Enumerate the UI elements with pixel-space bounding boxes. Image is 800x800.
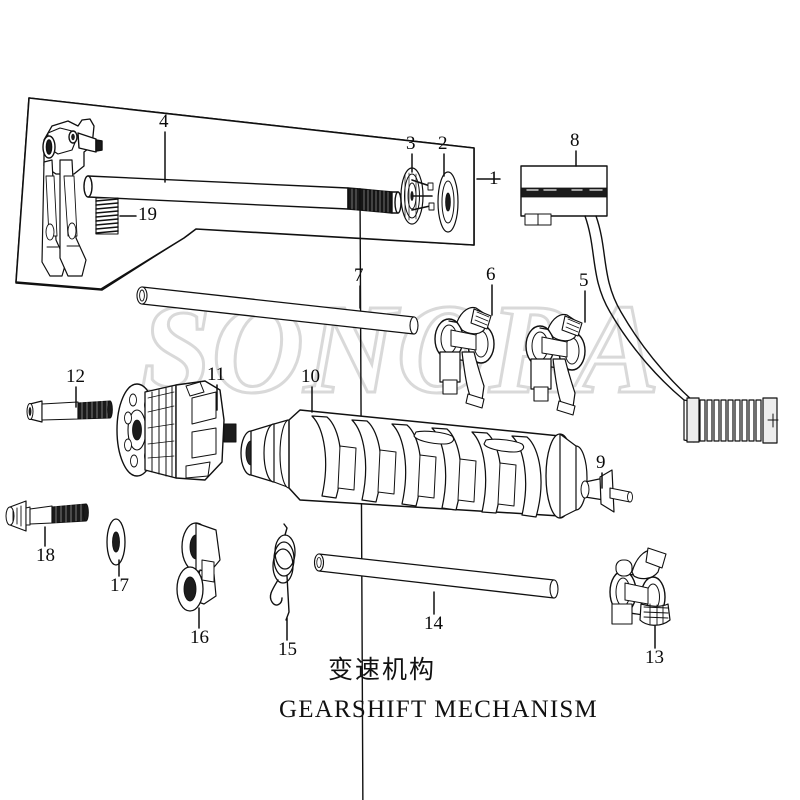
- part-13-shift-fork-left: [609, 547, 671, 626]
- callout-leader-lines: [44, 131, 656, 649]
- part-5-shift-fork-right: [525, 313, 586, 416]
- part-18-flange-bolt: [5, 500, 89, 532]
- callout-label-8: 8: [570, 130, 580, 151]
- part-14-fork-shaft-short: [313, 553, 559, 599]
- part-17-flat-washer: [106, 518, 126, 566]
- callout-label-15: 15: [278, 639, 297, 660]
- part-2-cam-plate-washer: [437, 171, 459, 233]
- part-6-shift-fork-center: [434, 306, 495, 409]
- part-9-drum-stopper-pin: [580, 469, 633, 513]
- diagram-title-english: GEARSHIFT MECHANISM: [279, 696, 598, 723]
- callout-label-1: 1: [489, 168, 499, 189]
- part-16-stopper-arm-assembly: [176, 522, 221, 612]
- part-10-shift-drum: [240, 409, 588, 519]
- diagram-title-chinese: 变速机构: [328, 655, 437, 684]
- callout-label-19: 19: [138, 204, 157, 225]
- callout-label-11: 11: [207, 364, 226, 385]
- callout-label-3: 3: [406, 133, 416, 154]
- callout-label-12: 12: [66, 366, 85, 387]
- callout-label-17: 17: [110, 575, 129, 596]
- part-8-gearshift-pedal: [520, 165, 779, 444]
- callout-label-13: 13: [645, 647, 664, 668]
- callout-label-14: 14: [424, 613, 443, 634]
- part-11-index-plate-assembly: [116, 380, 237, 481]
- callout-label-7: 7: [354, 265, 364, 286]
- callout-label-18: 18: [36, 545, 55, 566]
- callout-label-2: 2: [438, 133, 448, 154]
- part-19-coil-spring: [95, 197, 119, 235]
- callout-label-10: 10: [301, 366, 320, 387]
- part-15-return-torsion-spring: [269, 523, 296, 621]
- callout-label-16: 16: [190, 627, 209, 648]
- callout-label-5: 5: [579, 270, 589, 291]
- callout-label-4: 4: [159, 111, 169, 132]
- shift-arm-assembly: [41, 118, 103, 277]
- callout-label-6: 6: [486, 264, 496, 285]
- callout-label-9: 9: [596, 452, 606, 473]
- part-12-hex-socket-bolt: [26, 400, 113, 423]
- part-7-fork-shaft-long: [136, 286, 419, 335]
